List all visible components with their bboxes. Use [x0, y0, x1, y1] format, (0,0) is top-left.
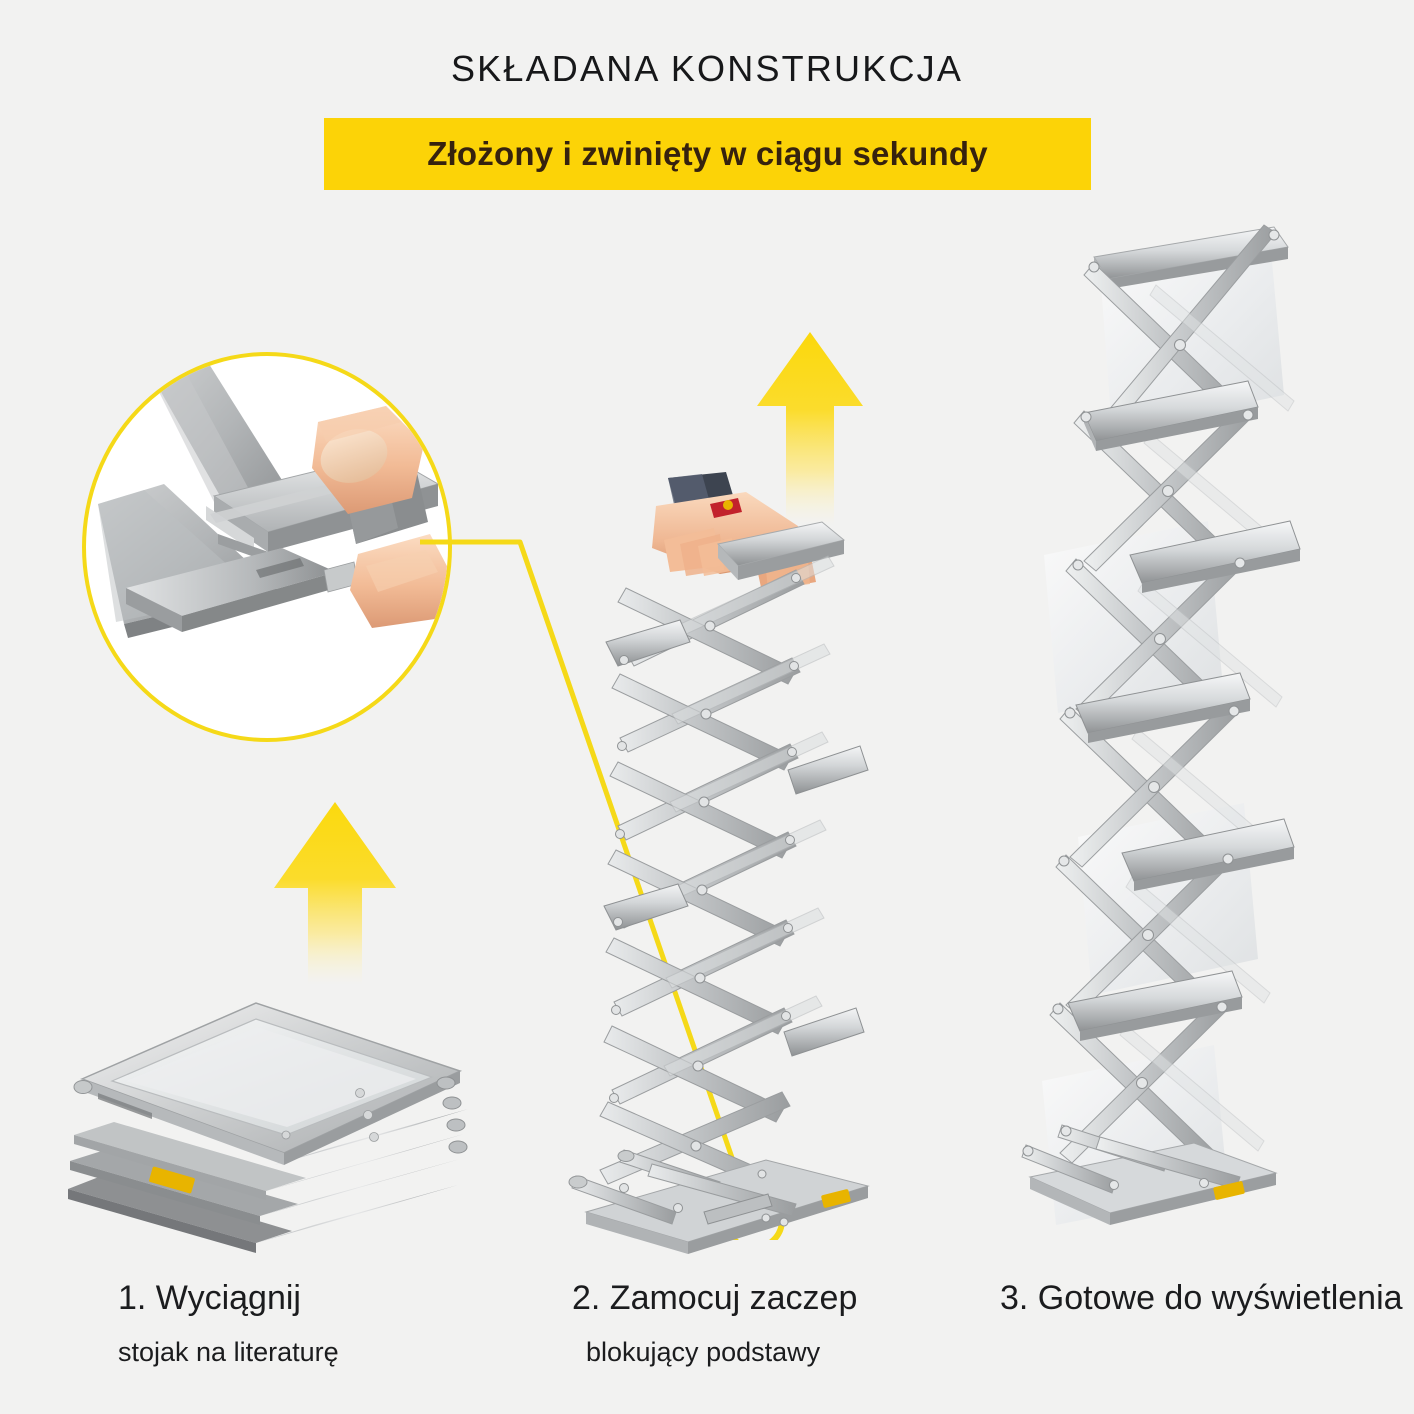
- subtitle-banner: Złożony i zwinięty w ciągu sekundy: [324, 118, 1091, 190]
- step-2-title: 2. Zamocuj zaczep: [572, 1279, 858, 1317]
- folded-stack-illustration: [60, 975, 490, 1265]
- step-1-title: 1. Wyciągnij: [118, 1279, 301, 1317]
- up-arrow-icon-step1: [272, 800, 398, 985]
- step-1-subtitle: stojak na literaturę: [118, 1337, 339, 1367]
- up-arrow-icon-step2: [755, 330, 865, 526]
- step-2-subtitle: blokujący podstawy: [586, 1337, 821, 1367]
- subtitle-banner-text: Złożony i zwinięty w ciągu sekundy: [427, 135, 988, 172]
- page-title: SKŁADANA KONSTRUKCJA: [450, 48, 964, 89]
- expanding-stand-illustration: [560, 470, 890, 1260]
- latch-detail-callout: [82, 352, 452, 742]
- deployed-stand-illustration: [1008, 224, 1348, 1255]
- step-3-title: 3. Gotowe do wyświetlenia: [1000, 1279, 1403, 1317]
